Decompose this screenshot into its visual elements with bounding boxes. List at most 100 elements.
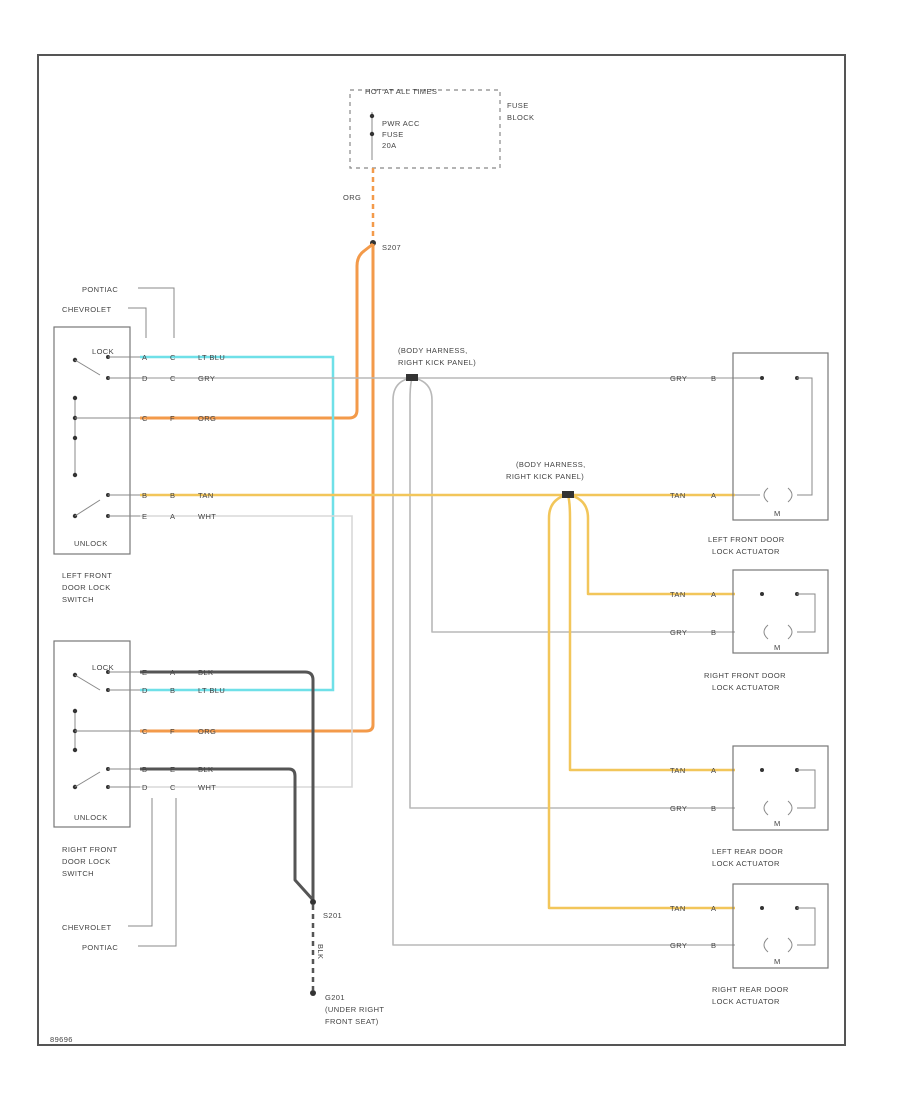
lf-act-gry-pin: B: [711, 374, 716, 383]
lower-harness-connector: [562, 491, 574, 498]
upper-harness-connector: [406, 374, 418, 381]
right-switch-contact-4: [72, 747, 78, 753]
left-switch-pins: A C LT BLU D C GRY C F ORG B B TAN E A W…: [142, 353, 225, 521]
lf-pin-pont-1: C: [170, 353, 176, 362]
rf-actuator-box: [732, 569, 829, 654]
lt-blu-wire: [140, 355, 335, 692]
actuator-wire-labels: GRY B TAN A TAN A GRY B TAN A GRY B TAN …: [670, 374, 716, 950]
right-switch-lever-top: [74, 674, 101, 691]
rr-act-tan-pin: A: [711, 904, 716, 913]
chevrolet-bracket-top: [128, 307, 147, 338]
rf-actuator-motor-label: M: [774, 643, 781, 652]
fuse-line-3: 20A: [382, 141, 397, 150]
lf-wire-org: ORG: [198, 414, 216, 423]
lf-pin-chev-4: B: [142, 491, 147, 500]
lf-act-tan-pin: A: [711, 491, 716, 500]
right-switch-contact-2: [72, 708, 78, 714]
gry-wire-branch-rf: [413, 377, 735, 633]
lower-harness-label-1: (BODY HARNESS,: [516, 460, 586, 469]
lr-actuator-contact-1: [760, 768, 764, 772]
fuse-block: HOT AT ALL TIMES FUSE BLOCK PWR ACC FUSE…: [349, 87, 534, 169]
right-rear-door-lock-actuator: M RIGHT REAR DOOR LOCK ACTUATOR: [712, 883, 829, 1006]
rr-act-tan-label: TAN: [670, 904, 686, 913]
rf-actuator-winding: [797, 593, 816, 633]
blk-wire-upper: [140, 670, 315, 900]
blk-wire-lower: [140, 767, 315, 902]
figure-number: 89696: [50, 1035, 73, 1044]
right-front-door-lock-switch: LOCK UNLOCK RIGHT FRONT DOOR LOCK SWITCH: [53, 640, 140, 878]
variant-brackets-top: PONTIAC CHEVROLET: [62, 285, 175, 338]
chevrolet-bracket-bottom: [128, 798, 153, 927]
lf-wire-gry: GRY: [198, 374, 215, 383]
rr-actuator-winding: [797, 907, 816, 946]
upper-harness-label-2: RIGHT KICK PANEL): [398, 358, 476, 367]
fuse-line-1: PWR ACC: [382, 119, 420, 128]
lf-pin-pont-5: A: [170, 512, 175, 521]
lower-harness-label-2: RIGHT KICK PANEL): [506, 472, 584, 481]
tan-wire-branch-rr: [547, 493, 735, 910]
hot-at-all-times-label: HOT AT ALL TIMES: [365, 87, 437, 96]
rr-actuator-contact-1: [760, 906, 764, 910]
fuse-block-label-1: FUSE: [507, 101, 529, 110]
g201-ground-dot: [310, 990, 316, 996]
right-switch-lock-label: LOCK: [92, 663, 114, 672]
fuse-block-label-2: BLOCK: [507, 113, 534, 122]
left-front-door-lock-switch: LOCK UNLOCK LEFT FRONT DOOR LOCK SWITCH: [53, 326, 140, 604]
chevrolet-label-top: CHEVROLET: [62, 305, 111, 314]
rf-act-gry-label: GRY: [670, 628, 687, 637]
rf-wire-lt-blu: LT BLU: [198, 686, 225, 695]
lr-act-gry-label: GRY: [670, 804, 687, 813]
rr-act-gry-pin: B: [711, 941, 716, 950]
org-feed-label: ORG: [343, 193, 361, 202]
rf-pin-chev-4: B: [142, 765, 147, 774]
lf-act-gry-label: GRY: [670, 374, 687, 383]
g201-label-1: G201: [325, 993, 345, 1002]
right-front-door-lock-actuator: M RIGHT FRONT DOOR LOCK ACTUATOR: [704, 569, 829, 692]
rf-wire-org: ORG: [198, 727, 216, 736]
lf-pin-chev-5: E: [142, 512, 147, 521]
upper-harness-label-1: (BODY HARNESS,: [398, 346, 468, 355]
rf-pin-chev-5: D: [142, 783, 148, 792]
lf-pin-chev-3: C: [142, 414, 148, 423]
rf-pin-pont-1: A: [170, 668, 175, 677]
chevrolet-label-bottom: CHEVROLET: [62, 923, 111, 932]
rf-act-tan-label: TAN: [670, 590, 686, 599]
rf-act-tan-pin: A: [711, 590, 716, 599]
s201-splice-dot: [310, 899, 316, 905]
lf-wire-lt-blu: LT BLU: [198, 353, 225, 362]
left-switch-contact-5: [72, 472, 78, 478]
right-switch-lever-bottom: [74, 771, 101, 788]
lf-actuator-box: [732, 352, 829, 521]
ground-wire-label: BLK: [316, 944, 325, 959]
left-switch-name-2: DOOR LOCK: [62, 583, 111, 592]
left-switch-contact-2: [72, 395, 78, 401]
lf-actuator-name-2: LOCK ACTUATOR: [712, 547, 780, 556]
org-wire-to-left-switch: [140, 242, 374, 420]
rf-pin-pont-4: E: [170, 765, 175, 774]
tan-wire-branch-rf: [569, 493, 735, 596]
lr-actuator-motor-label: M: [774, 819, 781, 828]
rr-actuator-box: [732, 883, 829, 969]
fuse-terminal-bottom: [369, 131, 375, 137]
right-switch-name-2: DOOR LOCK: [62, 857, 111, 866]
left-switch-lever-top: [74, 359, 101, 376]
left-switch-box: [53, 326, 131, 555]
lf-actuator-contact-1: [760, 376, 764, 380]
lf-pin-chev-1: A: [142, 353, 147, 362]
s207-label: S207: [382, 243, 401, 252]
right-switch-pins: E A BLK D B LT BLU C F ORG B E BLK D C W…: [142, 668, 225, 792]
lr-actuator-winding: [797, 769, 816, 809]
blk-wires: [140, 670, 315, 902]
rf-actuator-name-2: LOCK ACTUATOR: [712, 683, 780, 692]
rf-wire-blk-1: BLK: [198, 668, 213, 677]
left-switch-lock-label: LOCK: [92, 347, 114, 356]
rf-pin-chev-3: C: [142, 727, 148, 736]
fuse-line-2: FUSE: [382, 130, 404, 139]
lf-actuator-motor-label: M: [774, 509, 781, 518]
rr-act-gry-label: GRY: [670, 941, 687, 950]
lr-actuator-motor-symbol: [763, 800, 793, 816]
left-rear-door-lock-actuator: M LEFT REAR DOOR LOCK ACTUATOR: [712, 745, 829, 868]
rr-actuator-motor-symbol: [763, 937, 793, 953]
lr-actuator-box: [732, 745, 829, 831]
lf-pin-pont-4: B: [170, 491, 175, 500]
